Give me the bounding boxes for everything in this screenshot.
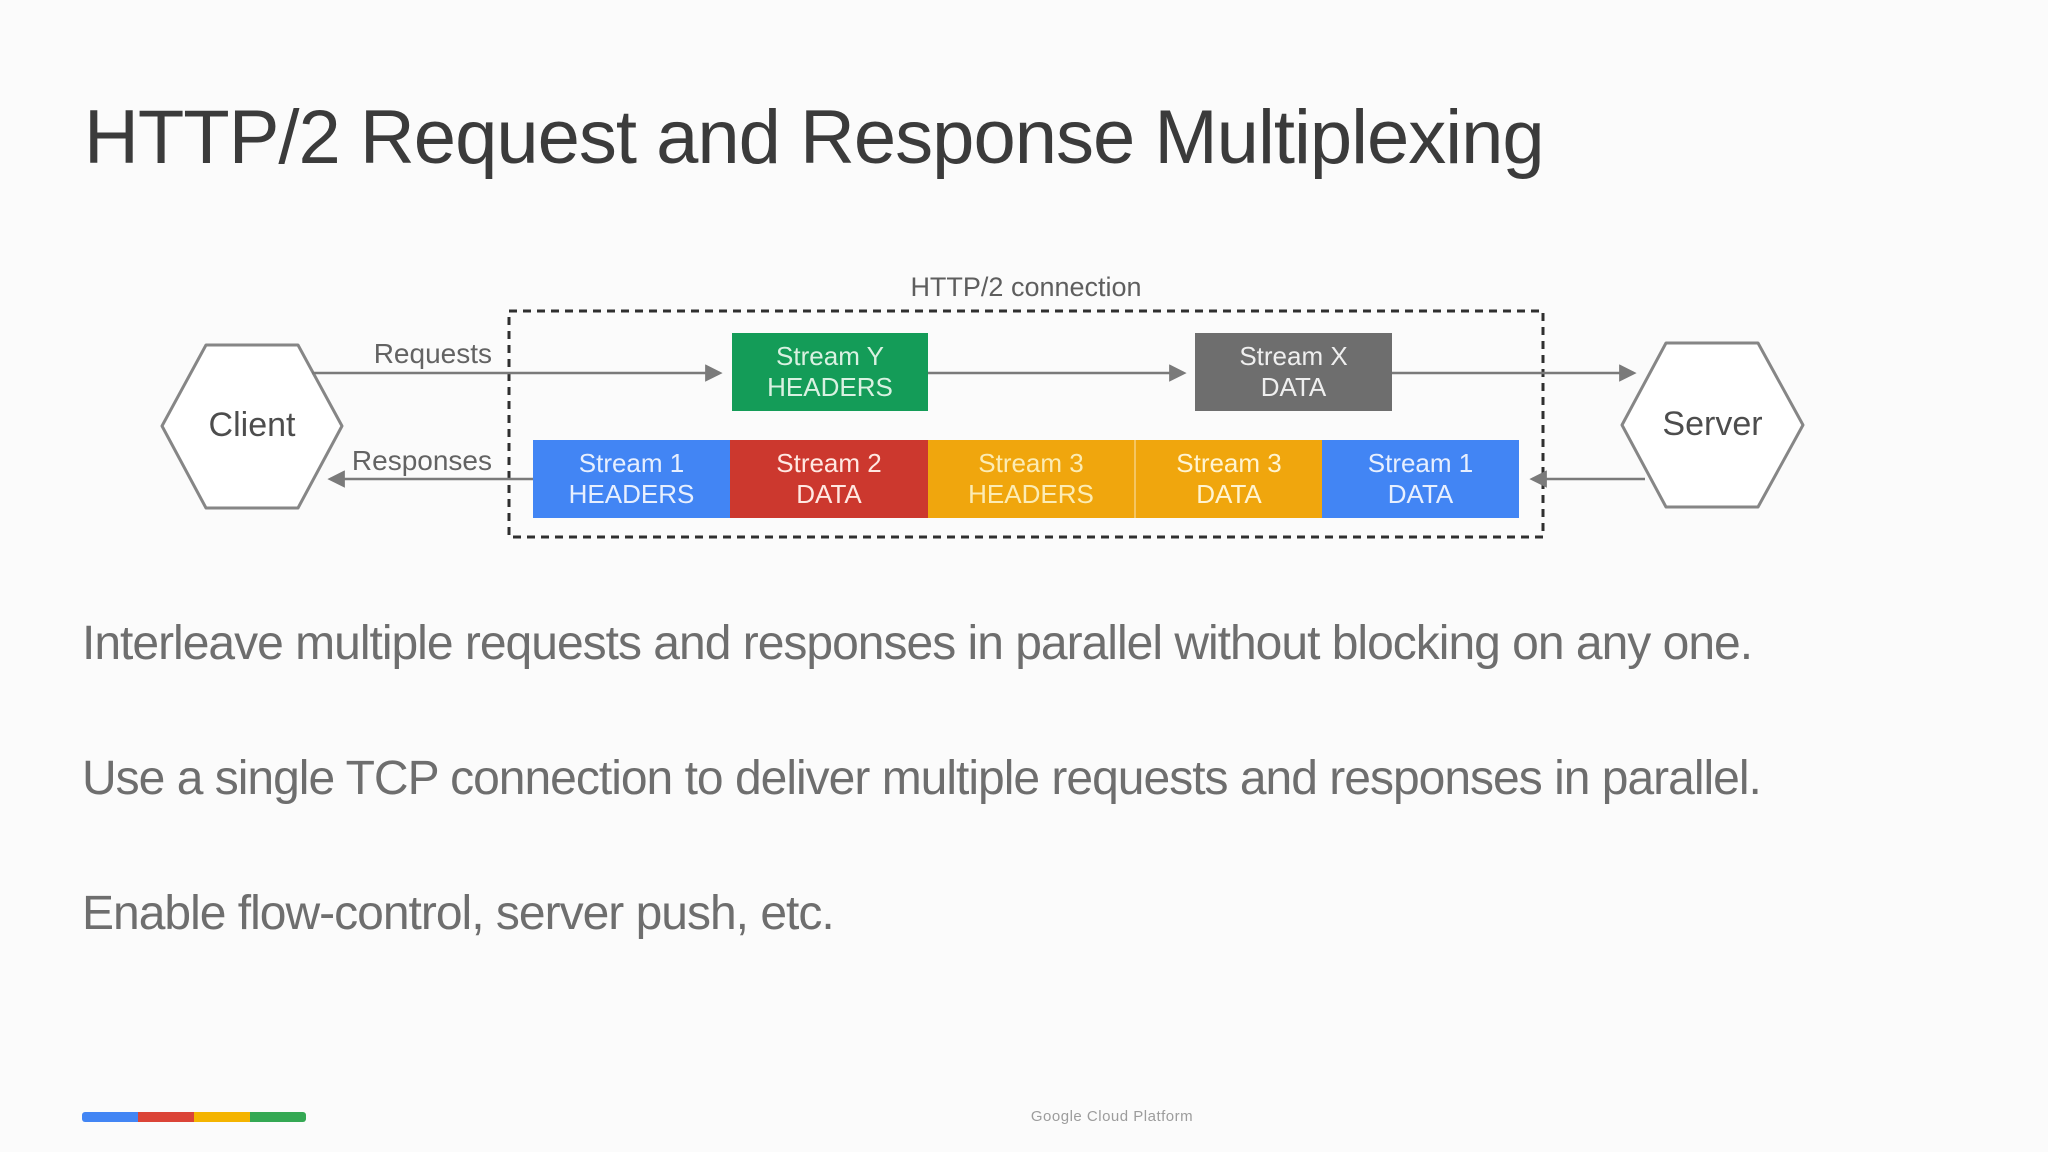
frame-type: DATA — [1387, 479, 1454, 509]
bar-segment-yellow — [194, 1112, 250, 1122]
stream-frame-box-stream3-data: Stream 3 DATA — [1134, 440, 1322, 518]
bullet-line: Enable flow-control, server push, etc. — [82, 887, 835, 940]
stream-name: Stream Y — [776, 341, 884, 371]
bar-segment-green — [250, 1112, 306, 1122]
frame-type: HEADERS — [968, 479, 1094, 509]
stream-frame-box-stream1-data: Stream 1 DATA — [1322, 440, 1519, 518]
stream-name: Stream 2 — [776, 448, 882, 478]
google-colors-bar — [82, 1112, 306, 1122]
bar-segment-blue — [82, 1112, 138, 1122]
frame-type: DATA — [796, 479, 862, 509]
bullet-line: Interleave multiple requests and respons… — [82, 617, 1753, 670]
stream-frame-box-streamx-data: Stream X DATA — [1195, 333, 1392, 411]
stream-name: Stream X — [1239, 341, 1348, 371]
client-label: Client — [208, 406, 296, 444]
client-hexagon — [160, 343, 344, 510]
stream-name: Stream 1 — [1367, 448, 1474, 478]
frame-type: DATA — [1196, 479, 1262, 509]
bar-segment-red — [138, 1112, 194, 1122]
stream-frame-box-stream3-headers: Stream 3 HEADERS — [928, 440, 1134, 518]
frame-type: HEADERS — [767, 372, 893, 402]
stream-name: Stream 3 — [978, 448, 1084, 478]
stream-frame-box-stream2-data: Stream 2 DATA — [730, 440, 928, 518]
frame-type: DATA — [1260, 372, 1327, 402]
stream-frame-box-stream1-headers: Stream 1 HEADERS — [533, 440, 730, 518]
http2-connection-label: HTTP/2 connection — [910, 272, 1142, 302]
slide-title: HTTP/2 Request and Response Multiplexing — [84, 95, 1545, 180]
footer-brand: Google Cloud Platform — [1030, 1108, 1194, 1125]
frame-type: HEADERS — [568, 479, 695, 509]
responses-label: Responses — [351, 445, 492, 476]
stream-frame-box-streamy-headers: Stream Y HEADERS — [732, 333, 928, 411]
bullet-line: Use a single TCP connection to deliver m… — [82, 752, 1762, 805]
stream-name: Stream 3 — [1176, 448, 1282, 478]
server-hexagon — [1620, 341, 1805, 509]
stream-name: Stream 1 — [578, 448, 685, 478]
requests-label: Requests — [373, 338, 492, 369]
server-label: Server — [1662, 405, 1763, 443]
